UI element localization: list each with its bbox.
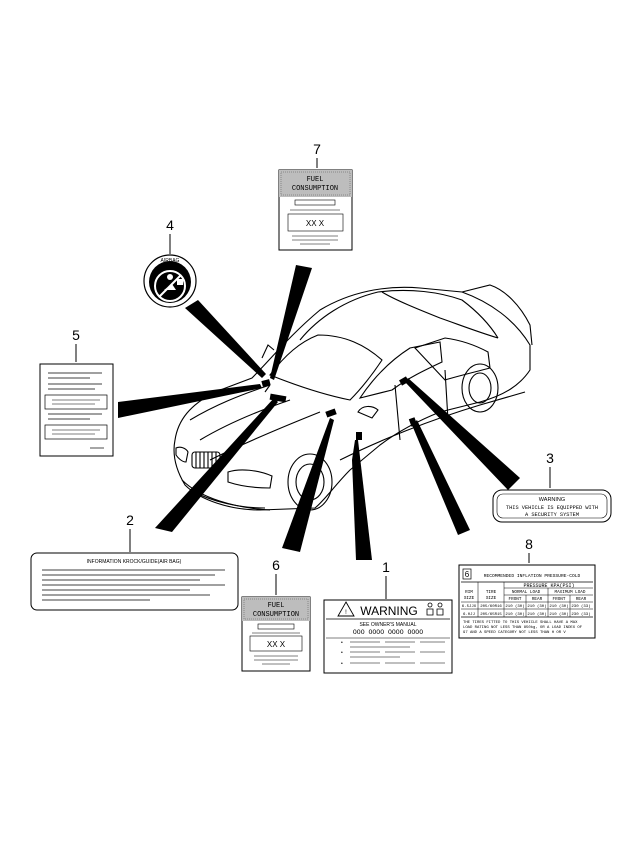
svg-text:FRONT: FRONT	[509, 597, 522, 602]
svg-text:•: •	[341, 650, 343, 656]
callout-8: 8	[525, 536, 533, 552]
label-1-subtitle: SEE OWNER'S MANUAL	[359, 622, 416, 628]
svg-text:210 (30): 210 (30)	[527, 604, 546, 609]
svg-text:REAR: REAR	[576, 597, 587, 602]
svg-text:•: •	[341, 640, 343, 646]
svg-text:210 (30): 210 (30)	[505, 612, 524, 617]
svg-text:RIM: RIM	[465, 590, 473, 595]
callout-5: 5	[72, 327, 80, 343]
svg-text:210 (30): 210 (30)	[549, 604, 568, 609]
child-seat-icon	[426, 602, 444, 616]
callout-6: 6	[272, 557, 280, 573]
label-3-heading: WARNING	[539, 497, 565, 503]
svg-text:!: !	[345, 610, 347, 616]
label-7-line2: CONSUMPTION	[292, 185, 338, 193]
label-4-ring-text: AIRBAG	[161, 258, 180, 264]
callout-2: 2	[126, 512, 134, 528]
label-6-line2: CONSUMPTION	[253, 611, 299, 619]
label-4-airbag-disc: AIRBAG	[143, 254, 197, 308]
svg-text:210 (30): 210 (30)	[527, 612, 546, 617]
svg-text:REAR: REAR	[532, 597, 543, 602]
label-7-line1: FUEL	[307, 176, 324, 184]
svg-text:230 (33): 230 (33)	[571, 612, 590, 617]
svg-text:SIZE: SIZE	[486, 596, 497, 601]
label-1-title: WARNING	[360, 604, 418, 618]
svg-text:97 AND A SPEED CATEGORY NOT LE: 97 AND A SPEED CATEGORY NOT LESS THAN H …	[463, 631, 566, 635]
svg-text:LOAD RATING NOT LESS THAN 850k: LOAD RATING NOT LESS THAN 850kg, OR A LO…	[463, 625, 583, 630]
callout-1: 1	[382, 559, 390, 575]
svg-text:6.0JJ: 6.0JJ	[463, 613, 475, 617]
callout-4: 4	[166, 217, 174, 233]
callout-numbers: 7 4 5 2 6 1 3 8	[72, 141, 554, 599]
callout-3: 3	[546, 450, 554, 466]
label-5-document	[39, 363, 114, 457]
label-3-security-warning: WARNING THIS VEHICLE IS EQUIPPED WITH A …	[492, 489, 612, 523]
label-7-value: XX X	[306, 219, 325, 228]
label-1-warning: ! WARNING SEE OWNER'S MANUAL OOO OOOO OO…	[323, 599, 453, 674]
svg-text:205/65R15: 205/65R15	[480, 612, 502, 617]
svg-text:MAXIMUM LOAD: MAXIMUM LOAD	[555, 590, 586, 595]
svg-text:TIRE: TIRE	[486, 590, 497, 595]
svg-text:FRONT: FRONT	[553, 597, 566, 602]
callout-7: 7	[313, 141, 321, 157]
svg-text:230 (33): 230 (33)	[571, 604, 590, 609]
svg-text:210 (30): 210 (30)	[505, 604, 524, 609]
svg-text:PRESSURE KPA(PSI): PRESSURE KPA(PSI)	[523, 583, 574, 589]
leader-beams	[118, 265, 520, 560]
label-3-line1: THIS VEHICLE IS EQUIPPED WITH	[506, 505, 598, 511]
label-7-fuel-consumption: FUEL CONSUMPTION XX X	[278, 169, 353, 251]
label-3-line2: A SECURITY SYSTEM	[525, 512, 579, 518]
label-8-tire-pressure: 6 RECOMMENDED INFLATION PRESSURE-COLD PR…	[458, 564, 596, 639]
svg-text:•: •	[341, 661, 343, 667]
label-6-fuel-consumption: FUEL CONSUMPTION XX X	[241, 596, 311, 672]
label-2-title: INFORMATION KROCK/GUIDE(AIR BAG)	[87, 559, 182, 565]
svg-text:SIZE: SIZE	[464, 596, 475, 601]
svg-text:210 (30): 210 (30)	[549, 612, 568, 617]
car-label-markers	[261, 376, 418, 440]
svg-text:THE TIRES FITTED TO THIS VEHIC: THE TIRES FITTED TO THIS VEHICLE SHALL H…	[463, 621, 578, 625]
label-6-value: XX X	[267, 640, 286, 649]
warning-triangle-icon	[337, 601, 355, 617]
svg-text:205/60R16: 205/60R16	[480, 604, 502, 609]
svg-text:NORMAL LOAD: NORMAL LOAD	[512, 590, 541, 595]
label-6-line1: FUEL	[268, 602, 285, 610]
svg-text:6.5JJX: 6.5JJX	[462, 605, 477, 609]
label-8-title: RECOMMENDED INFLATION PRESSURE-COLD	[484, 573, 581, 579]
label-2-airbag-information: INFORMATION KROCK/GUIDE(AIR BAG)	[30, 552, 239, 611]
label-1-circles: OOO OOOO OOOO OOOO	[353, 629, 423, 636]
label-8-badge: 6	[465, 570, 470, 579]
